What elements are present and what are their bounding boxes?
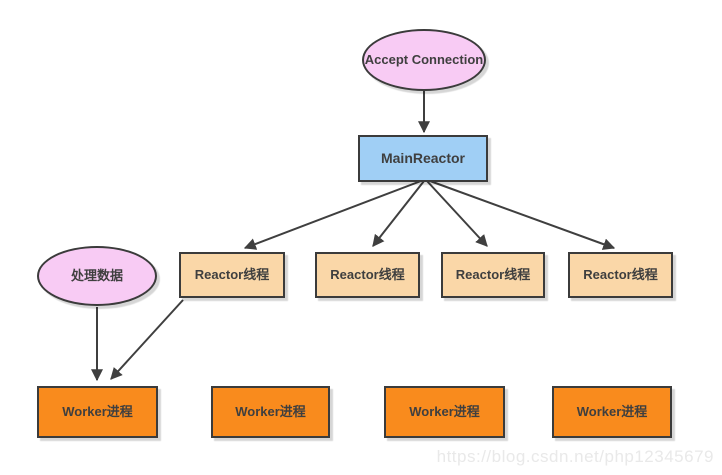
reactor-thread-node-3: Reactor线程 xyxy=(441,252,545,298)
main-reactor-node: MainReactor xyxy=(358,135,488,182)
worker-process-node-3: Worker进程 xyxy=(384,386,505,438)
worker-process-node-1: Worker进程 xyxy=(37,386,158,438)
arrow-mainreactor-to-reactor1 xyxy=(243,180,422,250)
accept-connection-node: Accept Connection xyxy=(362,29,486,91)
watermark-text: https://blog.csdn.net/php12345679 xyxy=(436,447,714,466)
worker-process-node-4: Worker进程 xyxy=(552,386,672,438)
arrow-mainreactor-to-reactor4 xyxy=(429,180,616,250)
arrow-reactor1-to-worker1 xyxy=(110,299,184,380)
arrow-mainreactor-to-reactor2 xyxy=(372,180,425,247)
reactor-thread-node-1: Reactor线程 xyxy=(179,252,285,298)
reactor-thread-node-4: Reactor线程 xyxy=(568,252,673,298)
reactor-thread-node-2: Reactor线程 xyxy=(315,252,420,298)
arrow-mainreactor-to-reactor3 xyxy=(426,180,488,247)
process-data-node: 处理数据 xyxy=(37,246,157,306)
worker-process-node-2: Worker进程 xyxy=(211,386,330,438)
